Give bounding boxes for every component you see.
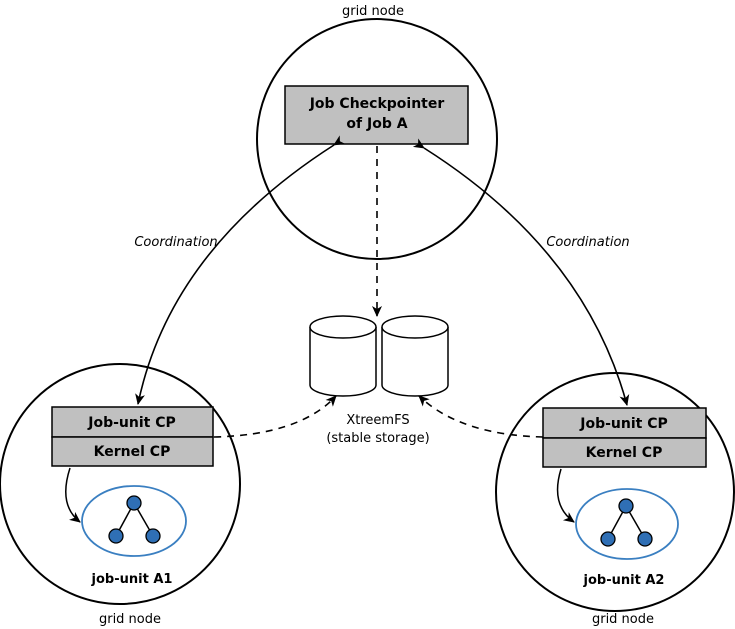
left-grid-node-label: grid node — [99, 612, 161, 627]
storage-subtitle: (stable storage) — [326, 431, 429, 446]
job-checkpointer-subtitle: of Job A — [346, 116, 407, 132]
left-node-to-storage-arrow — [213, 395, 337, 438]
job-checkpointer-title: Job Checkpointer — [309, 96, 445, 112]
coordination-label-right: Coordination — [546, 235, 629, 250]
right-kernel-cp-label: Kernel CP — [586, 445, 663, 461]
coordination-arrow-left — [135, 135, 346, 405]
left-process-tree-ellipse — [81, 485, 187, 557]
left-jobunit-cp-label: Job-unit CP — [87, 415, 176, 431]
storage-cylinder-left — [309, 315, 377, 397]
right-jobunit-cp-box — [542, 407, 707, 439]
right-process-tree-ellipse — [575, 488, 679, 560]
left-kernel-to-process-arrow — [65, 467, 81, 523]
coordination-arrow-right — [412, 138, 630, 406]
right-node-to-storage-arrow — [418, 395, 544, 438]
left-kernel-cp-box — [51, 436, 214, 467]
top-grid-node-label: grid node — [342, 4, 404, 19]
right-job-unit-label: job-unit A2 — [583, 573, 665, 588]
storage-cylinder-right — [381, 315, 449, 397]
right-kernel-to-process-arrow — [556, 468, 575, 523]
right-process-tree-icon — [600, 498, 653, 547]
job-checkpointer-box — [284, 85, 469, 145]
right-grid-node-label: grid node — [592, 612, 654, 627]
storage-name: XtreemFS — [346, 413, 409, 428]
right-jobunit-cp-label: Job-unit CP — [579, 416, 668, 432]
left-process-tree-icon — [108, 495, 161, 544]
right-kernel-cp-box — [542, 437, 707, 468]
left-kernel-cp-label: Kernel CP — [94, 444, 171, 460]
left-grid-node-circle — [0, 363, 241, 605]
coordination-label-left: Coordination — [134, 235, 217, 250]
left-job-unit-label: job-unit A1 — [91, 572, 173, 587]
